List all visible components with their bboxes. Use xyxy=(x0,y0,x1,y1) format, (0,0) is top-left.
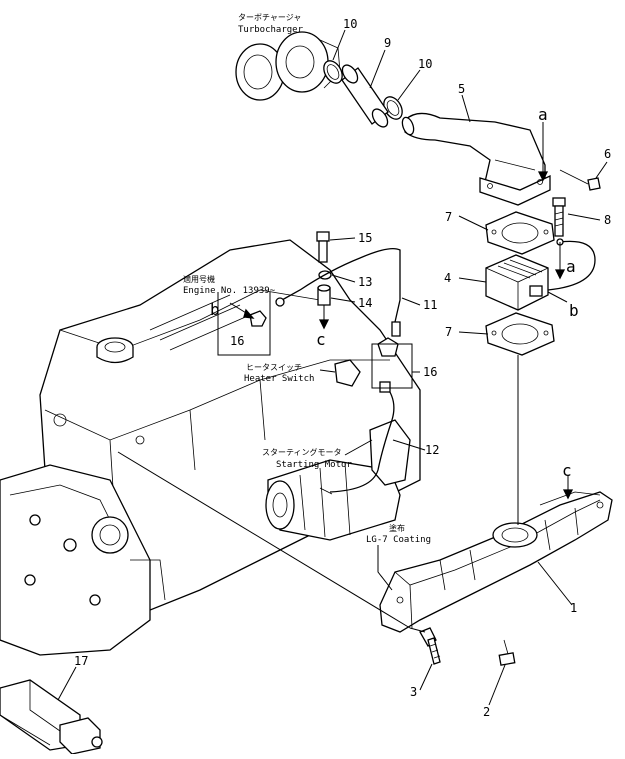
gasket-lower xyxy=(485,312,555,356)
callout-10-lower: 10 xyxy=(418,57,432,71)
intake-manifold xyxy=(379,491,613,633)
callout-7-lower: 7 xyxy=(445,325,452,339)
wedge-tool xyxy=(0,679,103,755)
callout-2: 2 xyxy=(483,705,490,719)
leader-lines xyxy=(57,29,608,706)
starting-motor-en-label: Starting Motor xyxy=(276,460,352,470)
ref-letter-b-left: b xyxy=(210,300,220,319)
heater-switch-bracket xyxy=(371,343,413,389)
callout-9: 9 xyxy=(384,36,391,50)
ref-letter-c-inset: c xyxy=(316,330,326,349)
part-callouts: 10 9 10 5 6 7 8 4 7 15 13 14 11 16 16 12… xyxy=(74,17,611,719)
ref-letter-b-right: b xyxy=(569,301,579,320)
bolt-2 xyxy=(498,639,516,666)
callout-3: 3 xyxy=(410,685,417,699)
coating-en-label: LG-7 Coating xyxy=(366,535,431,545)
spacer-14 xyxy=(317,284,331,306)
heater-switch-jp-label: ヒータスイッチ xyxy=(246,363,302,372)
ref-letter-a-side: a xyxy=(566,257,576,276)
ref-letter-c-manifold: c xyxy=(562,461,572,480)
heater-switch xyxy=(319,337,399,495)
callout-16-inset: 16 xyxy=(230,334,244,348)
callout-4: 4 xyxy=(444,271,451,285)
engine-no-bracket xyxy=(217,292,271,356)
callout-16-switch: 16 xyxy=(423,365,437,379)
bolt-8 xyxy=(552,197,566,237)
engine-no-jp-label: 適用号機 xyxy=(183,274,215,284)
turbocharger-jp-label: ターボチャージャ xyxy=(238,13,301,22)
caption-turbocharger: ターボチャージャ Turbocharger xyxy=(238,13,304,35)
plug xyxy=(559,169,601,191)
caption-heater-switch: ヒータスイッチ Heater Switch xyxy=(244,363,314,384)
oil-filler-cap xyxy=(96,337,134,364)
heater-cable-11 xyxy=(275,247,401,337)
callout-6: 6 xyxy=(604,147,611,161)
heater-switch-en-label: Heater Switch xyxy=(244,374,314,384)
bolt-3 xyxy=(419,627,441,665)
hose-clamp-upper xyxy=(323,60,343,84)
ref-letter-a-top: a xyxy=(538,105,548,124)
callout-7-upper: 7 xyxy=(445,210,452,224)
callout-11: 11 xyxy=(423,298,437,312)
caption-coating: 塗布 LG-7 Coating xyxy=(366,523,431,545)
starting-motor xyxy=(265,419,411,541)
callout-12: 12 xyxy=(425,443,439,457)
caption-starting-motor: スターティングモータ Starting Motor xyxy=(262,447,352,470)
callout-5: 5 xyxy=(458,82,465,96)
callout-1: 1 xyxy=(570,601,577,615)
air-hose xyxy=(341,64,389,128)
caption-engine-no: 適用号機 Engine No. 13939~ xyxy=(183,274,276,296)
callout-13: 13 xyxy=(358,275,372,289)
engine-no-en-label: Engine No. 13939~ xyxy=(183,286,276,296)
connector-pipe xyxy=(401,112,551,206)
turbocharger-en-label: Turbocharger xyxy=(238,25,304,35)
bolt-15 xyxy=(316,231,330,263)
callout-14: 14 xyxy=(358,296,372,310)
coating-jp-label: 塗布 xyxy=(389,523,405,533)
callout-17: 17 xyxy=(74,654,88,668)
callout-8: 8 xyxy=(604,213,611,227)
callout-15: 15 xyxy=(358,231,372,245)
reference-letters: a a b b c c xyxy=(210,105,579,480)
gasket-upper xyxy=(485,211,555,255)
callout-10-upper: 10 xyxy=(343,17,357,31)
starting-motor-jp-label: スターティングモータ xyxy=(262,447,342,457)
intake-heater xyxy=(485,254,549,311)
engine-block xyxy=(0,239,421,656)
adapter-16-inset xyxy=(249,310,267,327)
